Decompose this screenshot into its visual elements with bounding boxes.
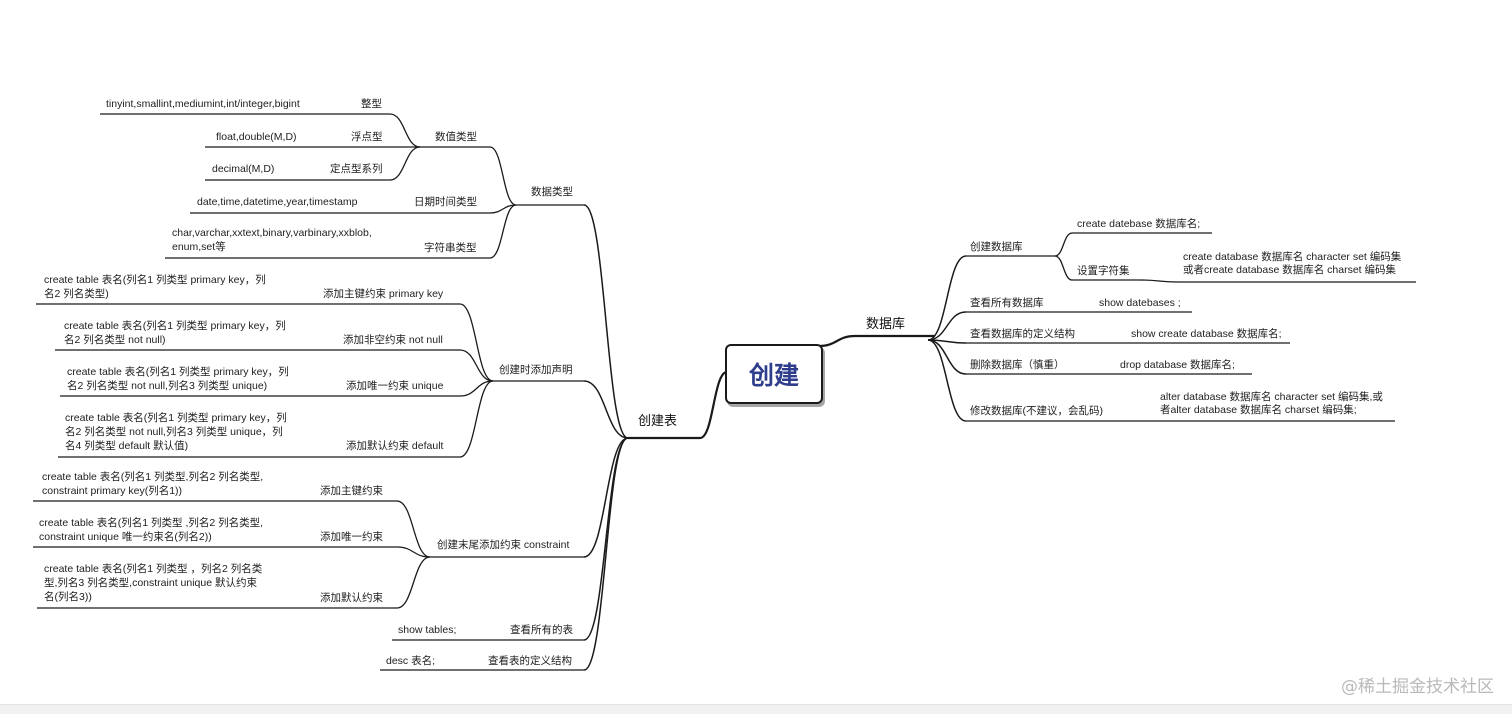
connector-db-child-1 [927, 311, 967, 341]
node-numeric-types[interactable]: 数值类型 [435, 131, 477, 143]
connector-table-desc [583, 437, 629, 671]
connector-inline-pk [459, 303, 494, 382]
connector-db-child-0 [927, 255, 967, 341]
leaf-show-databases-stmt[interactable]: show datebases ; [1099, 297, 1181, 309]
connector-inline-nn [459, 349, 494, 382]
node-desc-table[interactable]: 查看表的定义结构 [488, 655, 572, 667]
connector-tail-pk [396, 500, 431, 558]
leaf-integer-values[interactable]: tinyint,smallint,mediumint,int/integer,b… [106, 98, 300, 110]
root-node[interactable]: 创建 [725, 344, 823, 404]
leaf-alter-line-1[interactable]: alter database 数据库名 character set 编码集,或 [1160, 391, 1383, 403]
leaf-tail-df-line-1[interactable]: create table 表名(列名1 列类型 ，列名2 列名类 [44, 563, 263, 575]
leaf-show-db-definition-stmt[interactable]: show create database 数据库名; [1131, 328, 1282, 340]
leaf-fixed-values[interactable]: decimal(M,D) [212, 163, 275, 175]
leaf-show-tables-stmt[interactable]: show tables; [398, 624, 457, 636]
node-create-table[interactable]: 创建表 [638, 413, 678, 428]
node-fixed-point[interactable]: 定点型系列 [330, 163, 383, 175]
node-inline-declaration[interactable]: 创建时添加声明 [499, 364, 573, 376]
connector-tail-uq [396, 546, 431, 558]
node-inline-primary-key[interactable]: 添加主键约束 primary key [323, 288, 444, 300]
leaf-inline-nn-line-1[interactable]: create table 表名(列名1 列类型 primary key，列 [64, 320, 286, 332]
leaf-create-database-stmt[interactable]: create datebase 数据库名; [1077, 218, 1201, 230]
watermark: @稀土掘金技术社区 [1341, 677, 1494, 697]
node-tail-constraint[interactable]: 创建末尾添加约束 constraint [437, 539, 570, 551]
connector-numeric-int [389, 113, 421, 148]
connector-charset-stmt [1139, 279, 1179, 283]
leaf-inline-uq-line-1[interactable]: create table 表名(列名1 列类型 primary key，列 [67, 366, 289, 378]
leaf-alter-line-2[interactable]: 者alter database 数据库名 charset 编码集; [1160, 404, 1357, 416]
leaf-inline-nn-line-2[interactable]: 名2 列名类型 not null) [64, 334, 166, 346]
connector-createdb-stmt [1054, 232, 1073, 257]
connector-tail-df [396, 556, 431, 609]
node-float[interactable]: 浮点型 [351, 131, 383, 143]
leaf-drop-database-stmt[interactable]: drop database 数据库名; [1120, 359, 1235, 371]
leaf-tail-uq-line-2[interactable]: constraint unique 唯一约束名(列名2)) [39, 531, 212, 543]
node-database[interactable]: 数据库 [866, 316, 906, 331]
node-string-types[interactable]: 字符串类型 [424, 242, 477, 254]
node-tail-default[interactable]: 添加默认约束 [320, 592, 383, 604]
node-integer[interactable]: 整型 [361, 98, 382, 110]
connector-inline-uq [459, 380, 494, 397]
leaf-float-values[interactable]: float,double(M,D) [216, 131, 297, 143]
connector-table-show-tables [583, 437, 629, 641]
node-drop-database[interactable]: 删除数据库（慎重） [970, 359, 1065, 371]
node-inline-not-null[interactable]: 添加非空约束 not null [343, 334, 443, 346]
node-show-databases[interactable]: 查看所有数据库 [970, 297, 1044, 309]
leaf-inline-df-line-1[interactable]: create table 表名(列名1 列类型 primary key，列 [65, 412, 287, 424]
leaf-set-charset-line-1[interactable]: create database 数据库名 character set 编码集 [1183, 251, 1402, 263]
connector-table-types [583, 204, 629, 439]
connector-types-string [489, 204, 517, 259]
node-inline-unique[interactable]: 添加唯一约束 unique [346, 380, 444, 392]
leaf-tail-uq-line-1[interactable]: create table 表名(列名1 列类型 ,列名2 列名类型, [39, 517, 264, 529]
leaf-inline-pk-line-2[interactable]: 名2 列名类型) [44, 288, 109, 300]
node-data-types[interactable]: 数据类型 [531, 186, 573, 198]
connector-db-child-4 [927, 339, 967, 422]
connector-table-inline [583, 380, 629, 439]
connector-inline-df [459, 380, 494, 458]
leaf-string-values-line-1[interactable]: char,varchar,xxtext,binary,varbinary,xxb… [172, 227, 372, 239]
node-datetime-types[interactable]: 日期时间类型 [414, 196, 477, 208]
node-show-tables[interactable]: 查看所有的表 [510, 624, 573, 636]
node-show-db-definition[interactable]: 查看数据库的定义结构 [970, 328, 1075, 340]
leaf-set-charset-line-2[interactable]: 或者create database 数据库名 charset 编码集 [1183, 264, 1396, 276]
leaf-inline-pk-line-1[interactable]: create table 表名(列名1 列类型 primary key，列 [44, 274, 266, 286]
leaf-inline-df-line-2[interactable]: 名2 列名类型 not null,列名3 列类型 unique，列 [65, 426, 283, 438]
connector-createdb-charset [1054, 255, 1073, 281]
node-inline-default[interactable]: 添加默认约束 default [346, 440, 444, 452]
connector-root-database [818, 334, 856, 348]
leaf-tail-pk-line-1[interactable]: create table 表名(列名1 列类型,列名2 列名类型, [42, 471, 264, 483]
leaf-inline-uq-line-2[interactable]: 名2 列名类型 not null,列名3 列类型 unique) [67, 380, 268, 392]
bottom-scroll-bar [0, 704, 1512, 714]
node-set-charset[interactable]: 设置字符集 [1077, 265, 1130, 277]
connector-numeric-fixed [389, 146, 421, 181]
leaf-datetime-values[interactable]: date,time,datetime,year,timestamp [197, 196, 358, 208]
connector-types-numeric [489, 146, 517, 206]
leaf-tail-df-line-3[interactable]: 名(列名3)) [44, 591, 92, 603]
node-tail-primary-key[interactable]: 添加主键约束 [320, 485, 383, 497]
leaf-string-values-line-2[interactable]: enum,set等 [172, 241, 226, 253]
leaf-tail-pk-line-2[interactable]: constraint primary key(列名1)) [42, 485, 183, 497]
connector-db-child-3 [927, 339, 967, 375]
leaf-desc-stmt[interactable]: desc 表名; [386, 655, 436, 667]
node-create-database[interactable]: 创建数据库 [970, 241, 1023, 253]
connector-root-table [699, 370, 728, 440]
connector-table-tail [583, 437, 629, 558]
node-alter-database[interactable]: 修改数据库(不建议，会乱码) [970, 405, 1103, 417]
leaf-tail-df-line-2[interactable]: 型,列名3 列名类型,constraint unique 默认约束 [44, 577, 257, 589]
leaf-inline-df-line-3[interactable]: 名4 列类型 default 默认值) [65, 440, 189, 452]
node-tail-unique[interactable]: 添加唯一约束 [320, 531, 383, 543]
